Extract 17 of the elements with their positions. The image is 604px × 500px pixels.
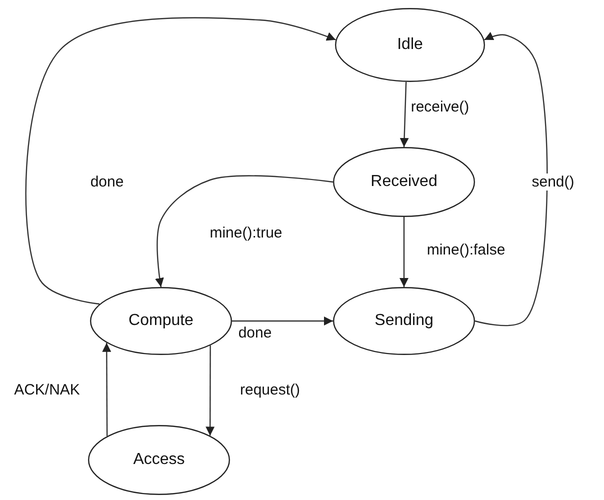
arrow: [232, 316, 333, 326]
arrow: [155, 175, 334, 288]
state-name: Received: [370, 173, 438, 191]
state-name: Idle: [397, 36, 423, 54]
arrow: [102, 342, 112, 436]
edge-label: mine():false: [424, 242, 508, 258]
state-name: Sending: [374, 312, 434, 330]
edge-label: send(): [530, 174, 576, 190]
arrow: [474, 32, 548, 326]
arrow: [400, 82, 409, 148]
edge-label: mine():true: [208, 224, 284, 242]
state-name: Access: [133, 451, 185, 469]
edge-label: receive(): [408, 98, 472, 116]
arrow: [400, 217, 408, 287]
state-name: Compute: [128, 312, 194, 330]
arrow: [25, 17, 336, 305]
arrow: [206, 345, 215, 436]
